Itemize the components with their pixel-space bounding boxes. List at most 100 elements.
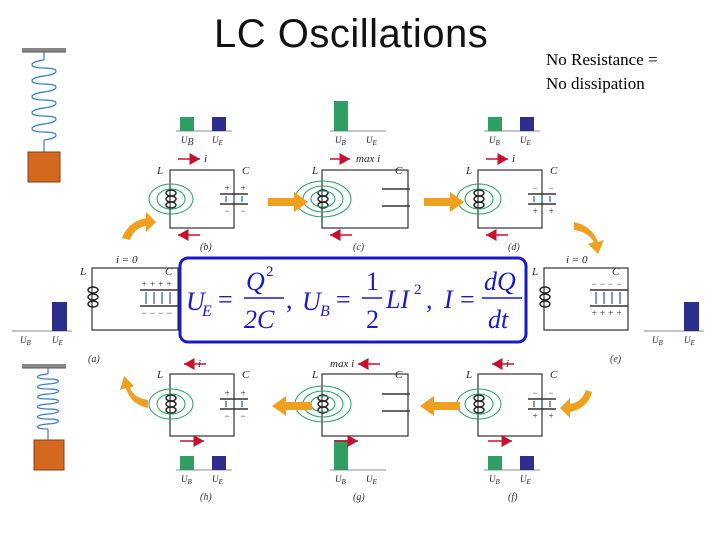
eq-2C: 2C xyxy=(244,305,275,334)
svg-text:UB: UB xyxy=(489,135,501,147)
panel-label-c: (c) xyxy=(353,242,365,253)
circuit-f: L C i −− ++ (f) xyxy=(456,358,558,503)
svg-text:+: + xyxy=(224,388,230,398)
svg-text:C: C xyxy=(242,369,250,381)
svg-text:L: L xyxy=(465,165,472,177)
panel-label-a: (a) xyxy=(88,354,100,365)
panel-label-g: (g) xyxy=(353,492,365,503)
energy-bars-b: UB UE xyxy=(176,117,232,148)
eq-dt: dt xyxy=(488,305,509,334)
slide-title: LC Oscillations xyxy=(214,12,489,56)
svg-text:L: L xyxy=(156,165,163,177)
label-i-zero-right: i = 0 xyxy=(566,254,588,266)
spring-top xyxy=(22,48,66,183)
energy-bars-a: UB UE xyxy=(12,302,72,347)
svg-text:i: i xyxy=(512,153,515,165)
arrow-e-to-f xyxy=(560,390,592,418)
svg-text:− − − −: − − − − xyxy=(591,279,622,289)
svg-text:L: L xyxy=(465,369,472,381)
svg-text:+ + + +: + + + + xyxy=(141,279,172,289)
svg-text:UE: UE xyxy=(212,474,224,486)
svg-text:+: + xyxy=(532,411,538,421)
svg-text:C: C xyxy=(395,369,403,381)
svg-text:L: L xyxy=(531,266,538,278)
circuit-h: L C i ++ −− (h) xyxy=(148,358,250,503)
arrow-f-to-g xyxy=(420,396,460,416)
eq-LI: LI xyxy=(385,285,410,314)
svg-text:+ + + +: + + + + xyxy=(591,308,622,318)
svg-text:UB: UB xyxy=(335,135,347,147)
svg-text:+: + xyxy=(240,183,246,193)
svg-text:−: − xyxy=(548,183,554,193)
eq-I-squared: 2 xyxy=(414,282,422,298)
svg-text:L: L xyxy=(311,165,318,177)
panel-label-f: (f) xyxy=(508,492,518,503)
equation-box: U E = Q 2 2C , U B = 1 2 LI 2 , I = dQ d… xyxy=(178,256,528,344)
circuit-b: L C i ++ −− (b) xyxy=(148,153,250,253)
eq-UE-sub: E xyxy=(201,303,212,320)
eq-I: I xyxy=(443,285,454,314)
panel-label-h: (h) xyxy=(200,492,212,503)
svg-text:−: − xyxy=(532,388,538,398)
eq-equals-3: = xyxy=(460,285,475,314)
svg-text:+: + xyxy=(224,183,230,193)
svg-text:UB: UB xyxy=(181,474,193,486)
svg-text:UB: UB xyxy=(335,474,347,486)
svg-text:UE: UE xyxy=(212,135,224,147)
energy-bars-h: UB UE xyxy=(176,456,232,486)
svg-text:UB: UB xyxy=(652,335,664,347)
svg-text:UE: UE xyxy=(52,335,64,347)
label-max-i-bottom: max i xyxy=(330,358,354,370)
energy-bars-e: UB UE xyxy=(644,302,704,347)
svg-text:L: L xyxy=(311,369,318,381)
eq-Q: Q xyxy=(246,267,265,296)
circuit-c: L C max i (c) xyxy=(294,153,410,253)
svg-text:−: − xyxy=(548,388,554,398)
svg-text:UE: UE xyxy=(520,135,532,147)
eq-UE: U xyxy=(186,287,207,316)
svg-text:−: − xyxy=(532,183,538,193)
svg-text:C: C xyxy=(395,165,403,177)
svg-text:−: − xyxy=(240,206,246,216)
svg-text:+: + xyxy=(548,206,554,216)
svg-text:UB: UB xyxy=(181,135,194,148)
eq-two: 2 xyxy=(366,305,379,334)
arrow-h-to-a xyxy=(120,376,148,408)
panel-label-b: (b) xyxy=(200,242,212,253)
eq-comma-1: , xyxy=(286,285,293,314)
svg-text:UE: UE xyxy=(684,335,696,347)
transition-arrows xyxy=(120,192,604,418)
circuit-e: L C i = 0 − − − − + + + + (e) xyxy=(531,254,629,365)
circuit-d: L C i −− ++ (d) xyxy=(456,153,558,253)
eq-equals-1: = xyxy=(218,285,233,314)
circuit-a: L C i = 0 + + + + − − − − (a) xyxy=(79,254,179,365)
eq-UB-sub: B xyxy=(320,303,330,320)
arrow-d-to-e xyxy=(574,222,604,254)
eq-dQ: dQ xyxy=(484,267,516,296)
svg-text:L: L xyxy=(79,266,86,278)
svg-text:C: C xyxy=(550,369,558,381)
svg-text:UB: UB xyxy=(20,335,32,347)
panel-label-d: (d) xyxy=(508,242,520,253)
energy-bars-f: UB UE xyxy=(484,456,540,486)
eq-one: 1 xyxy=(366,267,379,296)
arrow-g-to-h xyxy=(272,396,312,416)
arrow-b-to-c xyxy=(268,192,308,212)
svg-text:L: L xyxy=(156,369,163,381)
svg-text:+: + xyxy=(532,206,538,216)
eq-equals-2: = xyxy=(336,285,351,314)
svg-text:C: C xyxy=(242,165,250,177)
note-line-1: No Resistance = xyxy=(546,50,658,69)
svg-text:+: + xyxy=(240,388,246,398)
energy-bars-d: UB UE xyxy=(484,117,540,147)
side-note: No Resistance = No dissipation xyxy=(546,48,658,96)
svg-text:i: i xyxy=(204,153,207,165)
svg-text:+: + xyxy=(548,411,554,421)
svg-text:C: C xyxy=(165,266,173,278)
eq-UB: U xyxy=(302,287,323,316)
svg-text:−: − xyxy=(240,411,246,421)
energy-bars-g: UB UE xyxy=(330,440,386,486)
circuit-g: L C max i (g) xyxy=(294,358,410,503)
panel-label-e: (e) xyxy=(610,354,622,365)
